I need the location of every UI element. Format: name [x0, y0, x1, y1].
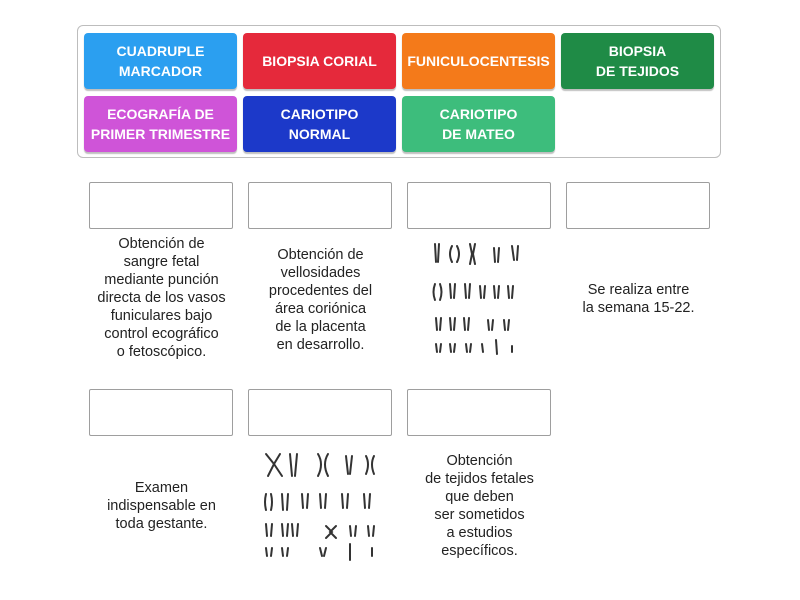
drop-slot-6[interactable] — [248, 389, 392, 436]
card-text-cuadruple-marcador: Se realiza entre la semana 15-22. — [582, 282, 695, 316]
tile-biopsia-corial[interactable]: BIOPSIA CORIAL — [243, 33, 396, 89]
drop-slot-7[interactable] — [407, 389, 551, 436]
tile-funiculocentesis[interactable]: FUNICULOCENTESIS — [402, 33, 555, 89]
answer-bank — [77, 25, 721, 158]
tile-cariotipo-de-mateo[interactable]: CARIOTIPO DE MATEO — [402, 96, 555, 152]
tile-ecografia-primer-trimestre[interactable]: ECOGRAFÍA DE PRIMER TRIMESTRE — [84, 96, 237, 152]
card-text-ecografia: Examen indispensable en toda gestante. — [107, 480, 216, 532]
drop-slot-5[interactable] — [89, 389, 233, 436]
karyotype-image — [264, 453, 375, 561]
drop-slot-3[interactable] — [407, 182, 551, 229]
drop-slot-4[interactable] — [566, 182, 710, 229]
card-text-biopsia-de-tejidos: Obtención de tejidos fetales que deben s… — [425, 453, 534, 559]
tile-cariotipo-normal[interactable]: CARIOTIPO NORMAL — [243, 96, 396, 152]
tile-biopsia-de-tejidos[interactable]: BIOPSIA DE TEJIDOS — [561, 33, 714, 89]
tile-cuadruple-marcador[interactable]: CUADRUPLE MARCADOR — [84, 33, 237, 89]
drop-slot-1[interactable] — [89, 182, 233, 229]
drop-slot-2[interactable] — [248, 182, 392, 229]
card-text-biopsia-corial: Obtención de vellosidades procedentes de… — [268, 247, 373, 353]
karyotype-image — [432, 243, 519, 355]
card-text-funiculocentesis: Obtención de sangre fetal mediante punci… — [97, 236, 226, 360]
